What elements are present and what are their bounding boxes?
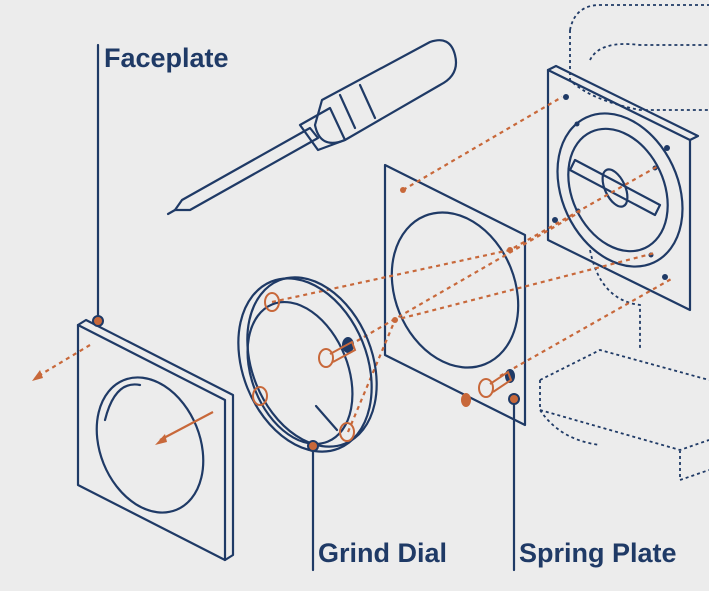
mount-plate [546,64,700,312]
screwdriver-icon [166,39,458,216]
spring-plate-label: Spring Plate [519,538,677,568]
guide-lines [34,96,674,433]
grinder-body [539,4,709,482]
spring-plate [383,163,527,427]
callouts [92,43,520,572]
faceplate [32,318,235,562]
grind-dial [237,276,378,453]
faceplate-label: Faceplate [104,43,229,73]
screw-icon [461,369,515,407]
grind-dial-label: Grind Dial [318,538,448,568]
